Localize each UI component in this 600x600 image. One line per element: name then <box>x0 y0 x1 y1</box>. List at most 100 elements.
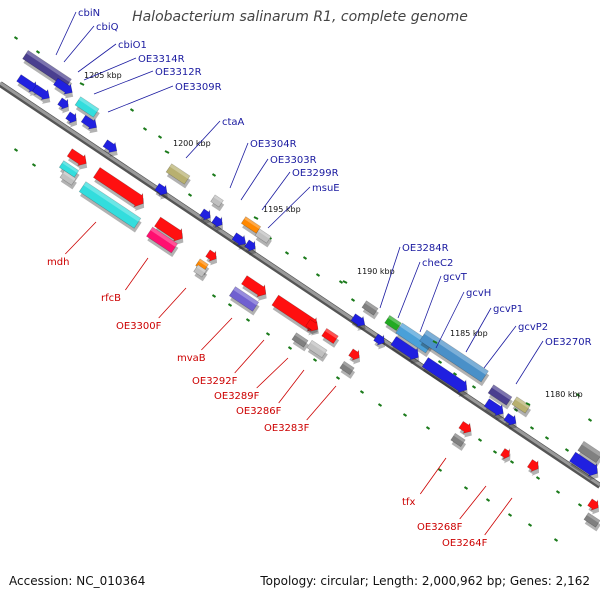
scale-tick <box>142 127 148 131</box>
gene-feature[interactable] <box>305 339 329 362</box>
gene-feature[interactable] <box>239 274 273 304</box>
gene-feature[interactable] <box>456 420 477 441</box>
gene-label-forward[interactable]: gcvP1 <box>493 304 523 315</box>
gene-label-reverse[interactable]: OE3268F <box>417 522 463 533</box>
kbp-label: 1205 kbp <box>84 71 122 80</box>
gene-feature[interactable] <box>388 335 425 367</box>
gene-label-reverse[interactable]: mdh <box>47 257 69 268</box>
gene-feature[interactable] <box>229 231 251 253</box>
gene-highlight <box>233 286 259 306</box>
gene-feature[interactable] <box>371 332 390 352</box>
gene-feature[interactable] <box>30 83 56 107</box>
scale-tick <box>529 426 535 430</box>
gene-feature[interactable] <box>501 412 522 433</box>
gene-label-forward[interactable]: cbiN <box>78 8 100 19</box>
gene-feature[interactable] <box>290 332 310 352</box>
gene-feature[interactable] <box>164 163 192 189</box>
gene-arrow <box>154 182 168 196</box>
gene-feature[interactable] <box>73 96 101 122</box>
gene-label-forward[interactable]: OE3314R <box>138 54 185 65</box>
label-leader <box>261 171 291 211</box>
gene-feature[interactable] <box>419 356 473 400</box>
gene-feature[interactable] <box>576 440 600 467</box>
gene-feature[interactable] <box>510 396 532 418</box>
gene-box <box>254 228 272 244</box>
gene-label-reverse[interactable]: rfcB <box>101 293 121 304</box>
gene-label-reverse[interactable]: OE3292F <box>192 376 238 387</box>
gene-label-forward[interactable]: msuE <box>312 183 340 194</box>
scale-tick <box>463 486 469 490</box>
gene-feature[interactable] <box>449 432 468 451</box>
gene-label-reverse[interactable]: OE3264F <box>442 538 488 549</box>
gene-feature[interactable] <box>348 312 370 334</box>
gene-label-reverse[interactable]: tfx <box>402 497 415 508</box>
gene-feature[interactable] <box>320 327 341 348</box>
gene-highlight <box>198 258 209 267</box>
gene-label-forward[interactable]: cbiQ <box>96 22 119 33</box>
gene-feature[interactable] <box>582 512 600 532</box>
gene-label-forward[interactable]: OE3309R <box>175 82 222 93</box>
gene-feature[interactable] <box>64 147 92 173</box>
gene-feature[interactable] <box>253 228 273 248</box>
gene-feature[interactable] <box>91 166 151 215</box>
gene-feature[interactable] <box>242 238 261 258</box>
gene-label-forward[interactable]: OE3304R <box>250 139 297 150</box>
scale-tick <box>312 358 318 362</box>
scale-tick <box>359 390 365 394</box>
gene-label-forward[interactable]: OE3270R <box>545 337 592 348</box>
label-leader <box>185 120 221 159</box>
gene-label-reverse[interactable]: OE3289F <box>214 391 260 402</box>
gene-feature[interactable] <box>303 318 324 339</box>
gene-feature[interactable] <box>192 264 209 282</box>
gene-feature[interactable] <box>203 248 222 268</box>
gene-feature[interactable] <box>55 96 74 116</box>
gene-label-reverse[interactable]: mvaB <box>177 353 206 364</box>
gene-feature[interactable] <box>63 110 82 130</box>
gene-label-forward[interactable]: gcvP2 <box>518 322 548 333</box>
gene-feature[interactable] <box>78 181 144 233</box>
gene-feature[interactable] <box>152 182 173 203</box>
gene-feature[interactable] <box>152 215 189 248</box>
gene-label-forward[interactable]: cbiO1 <box>118 40 147 51</box>
gene-label-reverse[interactable]: OE3286F <box>236 406 282 417</box>
gene-label-reverse[interactable]: OE3300F <box>116 321 162 332</box>
gene-feature[interactable] <box>338 360 357 379</box>
gene-feature[interactable] <box>525 458 545 479</box>
gene-label-forward[interactable]: ctaA <box>222 117 245 128</box>
gene-feature[interactable] <box>209 194 226 212</box>
gene-feature[interactable] <box>100 138 122 160</box>
scale-tick <box>284 251 290 255</box>
gene-feature[interactable] <box>51 76 78 101</box>
gene-feature[interactable] <box>78 114 102 137</box>
gene-arrow <box>199 208 211 221</box>
gene-label-forward[interactable]: OE3299R <box>292 168 339 179</box>
gene-feature[interactable] <box>486 384 514 410</box>
gene-highlight <box>62 170 77 181</box>
kbp-tick <box>164 150 170 154</box>
label-leader <box>107 85 174 113</box>
scale-tick <box>564 448 570 452</box>
gene-label-forward[interactable]: OE3303R <box>270 155 317 166</box>
gene-label-forward[interactable]: cheC2 <box>422 258 453 269</box>
gene-feature[interactable] <box>346 347 365 367</box>
gene-feature[interactable] <box>209 214 228 234</box>
gene-feature[interactable] <box>498 447 515 466</box>
gene-feature[interactable] <box>197 207 216 227</box>
gene-feature[interactable] <box>481 397 509 423</box>
gene-feature[interactable] <box>360 300 380 320</box>
label-leader <box>397 261 421 319</box>
scale-tick <box>477 438 483 442</box>
gene-feature[interactable] <box>585 497 600 517</box>
label-leader <box>83 57 137 81</box>
gene-feature[interactable] <box>58 170 78 190</box>
gene-feature[interactable] <box>58 160 82 182</box>
gene-label-forward[interactable]: OE3284R <box>402 243 449 254</box>
gene-label-forward[interactable]: gcvT <box>443 272 468 283</box>
gene-label-forward[interactable]: OE3312R <box>155 67 202 78</box>
gene-label-reverse[interactable]: OE3283F <box>264 423 310 434</box>
gene-label-forward[interactable]: gcvH <box>466 288 491 299</box>
gene-feature[interactable] <box>228 286 262 316</box>
gene-feature[interactable] <box>567 450 600 483</box>
gene-highlight <box>387 315 402 326</box>
gene-feature[interactable] <box>145 226 180 258</box>
